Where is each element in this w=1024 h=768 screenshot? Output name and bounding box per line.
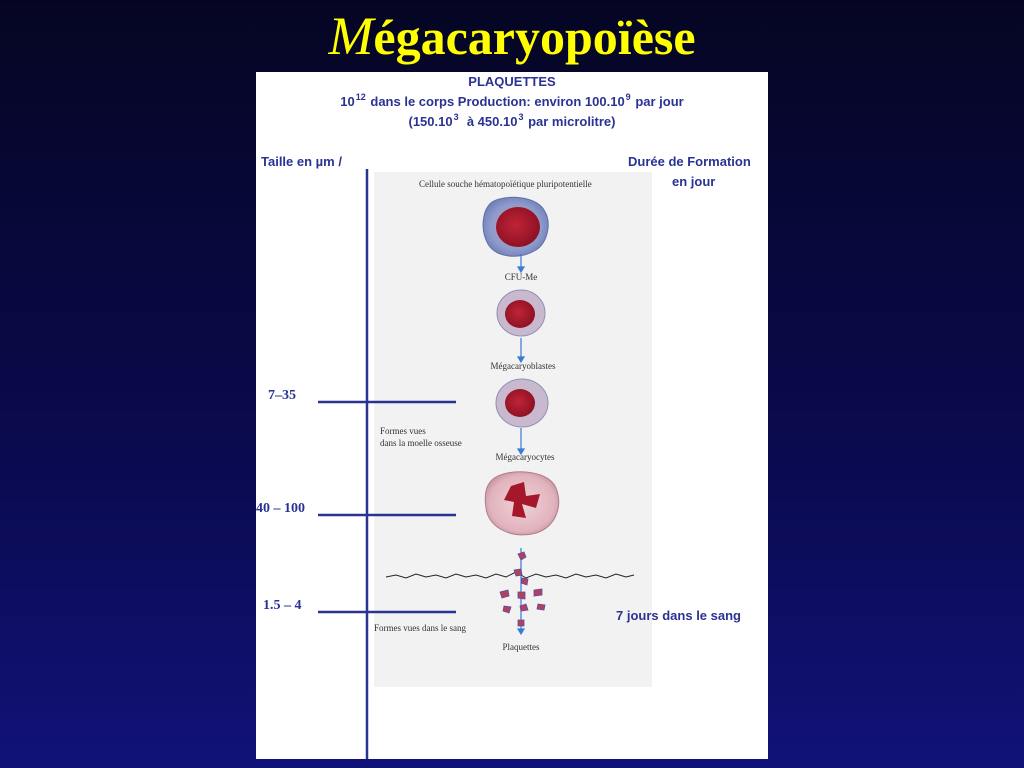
stage-label-megakaryocytes: Mégacaryocytes: [495, 452, 555, 462]
stage-label-platelets: Plaquettes: [502, 642, 540, 652]
header-line3-sup1: 3: [453, 112, 459, 122]
slide-title: Mégacaryopoïèse: [0, 4, 1024, 68]
megakaryocyte-cell-icon: [484, 471, 560, 536]
header-line3-a: (150.10: [408, 114, 453, 129]
header-line2-sup2: 9: [625, 92, 631, 102]
megakaryoblast-cell-icon: [495, 378, 549, 428]
duration-axis-label-1: Durée de Formation: [628, 154, 751, 169]
cfu-me-cell-icon: [496, 289, 546, 337]
stage-label-cfu-me: CFU-Me: [504, 272, 538, 282]
header-line3-c: par microlitre): [528, 114, 616, 129]
stage-label-megakaryoblasts: Mégacaryoblastes: [490, 361, 556, 371]
duration-axis-label-2: en jour: [672, 174, 716, 189]
size-label-1-5-4: 1.5 – 4: [263, 598, 302, 613]
header-title: PLAQUETTES: [468, 74, 556, 89]
header-line3-sup2: 3: [518, 112, 524, 122]
vessel-wall-line: [385, 571, 635, 579]
header-line2-b: dans le corps Production: environ 100.10: [370, 94, 625, 109]
header-line2-sup1: 12: [355, 92, 366, 102]
note-blood: Formes vues dans le sang: [374, 623, 466, 633]
blood-duration-label: 7 jours dans le sang: [616, 608, 741, 623]
title-first-letter: M: [328, 6, 374, 66]
diagram-panel: PLAQUETTES 1012 dans le corps Production…: [256, 72, 768, 759]
header-line-3: (150.103 à 450.103 par microlitre): [256, 112, 768, 129]
arrows: [516, 254, 526, 636]
stage-label-stem-cell: Cellule souche hématopoïétique pluripote…: [419, 179, 592, 189]
header-line2-c: par jour: [635, 94, 684, 109]
header-line3-b: à 450.10: [466, 114, 518, 129]
cell-photo-background: [374, 172, 652, 687]
stem-cell-icon: [482, 196, 549, 257]
platelets-cluster: [499, 551, 546, 627]
note-marrow-line-2: dans la moelle osseuse: [380, 438, 462, 448]
note-marrow-line-1: Formes vues: [380, 426, 426, 436]
size-label-7-35: 7–35: [268, 388, 296, 403]
size-axis-label: Taille en µm /: [261, 154, 342, 169]
header-line-2: 1012 dans le corps Production: environ 1…: [256, 92, 768, 109]
size-label-40-100: 40 – 100: [256, 501, 305, 516]
title-rest: égacaryopoïèse: [373, 9, 696, 65]
diagram-graphics: [318, 169, 635, 759]
header-line2-a: 10: [340, 94, 355, 109]
